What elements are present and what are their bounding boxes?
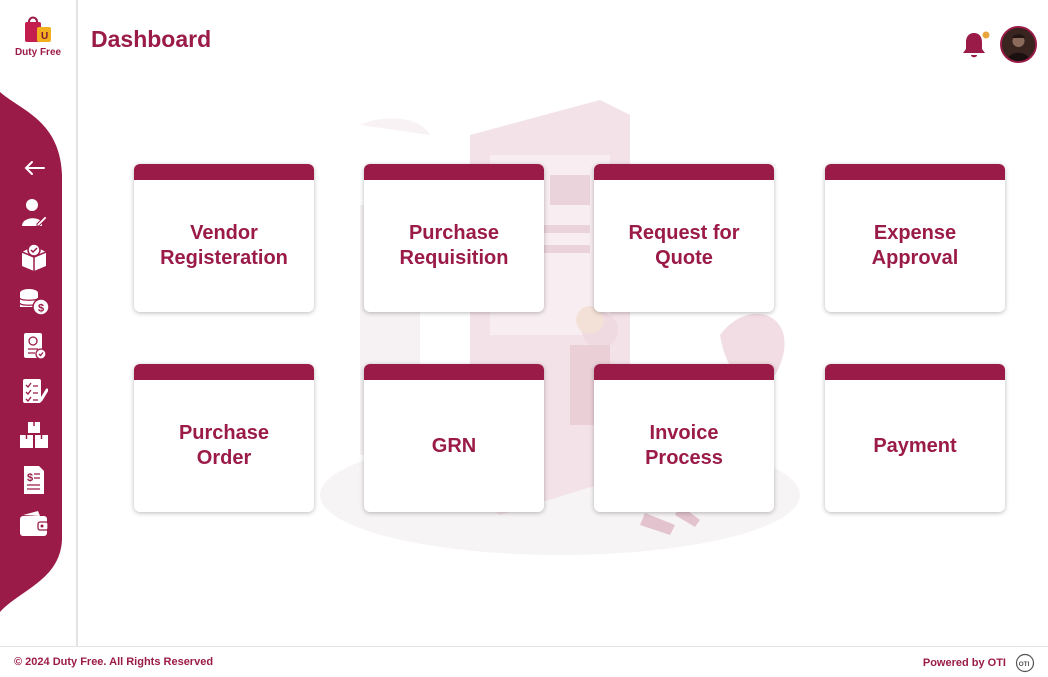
sidebar-item-vendor[interactable] [14,193,54,233]
card-header-bar [134,364,314,380]
boxes-icon [20,422,48,448]
sidebar-item-payment[interactable] [14,504,54,544]
powered-by-text: Powered by OTI [922,657,1006,669]
brand-logo[interactable]: U Duty Free [0,14,76,58]
card-purchase-requisition[interactable]: Purchase Requisition [364,164,544,312]
card-label: Payment [873,434,957,457]
sidebar: U Duty Free [0,0,78,646]
card-header-bar [825,364,1005,380]
invoice-dollar-icon: $ [24,465,44,494]
bell-icon [963,31,990,58]
card-grn[interactable]: GRN [364,364,544,512]
footer: © 2024 Duty Free. All Rights Reserved Po… [0,646,1048,677]
arrow-left-icon [24,161,45,175]
card-label: Expense Approval [871,222,959,269]
card-header-bar [364,364,544,380]
card-label: Request for Quote [628,222,740,269]
card-header-bar [134,164,314,180]
checklist-icon [23,378,48,403]
sidebar-item-back[interactable] [14,148,54,188]
card-label: Vendor Registeration [160,222,288,269]
oti-logo-icon[interactable]: OTI [1015,653,1035,673]
oti-logo-text: OTI [1019,661,1030,668]
sidebar-nav: $ [12,148,56,549]
user-edit-icon [22,198,47,226]
card-expense-approval[interactable]: Expense Approval [825,164,1005,312]
sidebar-item-grn[interactable] [14,415,54,455]
brand-name: Duty Free [14,47,62,58]
sidebar-item-invoice[interactable]: $ [14,460,54,500]
card-label: Purchase Requisition [399,222,509,269]
card-label: Invoice Process [645,422,723,469]
card-header-bar [594,364,774,380]
box-check-icon [21,243,47,271]
notification-button[interactable] [960,30,992,60]
sidebar-item-purchase-requisition[interactable] [14,237,54,277]
copyright-text: © 2024 Duty Free. All Rights Reserved [14,656,214,668]
card-request-for-quote[interactable]: Request for Quote [594,164,774,312]
card-header-bar [364,164,544,180]
sidebar-item-order[interactable] [14,371,54,411]
wallet-icon [20,511,49,536]
svg-text:$: $ [38,302,44,314]
card-purchase-order[interactable]: Purchase Order [134,364,314,512]
card-vendor-registration[interactable]: Vendor Registeration [134,164,314,312]
card-payment[interactable]: Payment [825,364,1005,512]
sidebar-item-expense[interactable] [14,326,54,366]
card-invoice-process[interactable]: Invoice Process [594,364,774,512]
page-title: Dashboard [91,26,212,52]
svg-text:$: $ [27,472,33,484]
card-header-bar [594,164,774,180]
avatar-photo [1002,28,1035,61]
card-label: GRN [431,434,477,457]
user-avatar[interactable] [1000,26,1037,63]
sidebar-item-quote[interactable]: $ [14,282,54,322]
coins-dollar-icon: $ [19,288,50,316]
card-label: Purchase Order [178,422,270,469]
logo-letter: U [41,31,48,42]
receipt-check-icon [24,333,47,360]
shopping-bag-logo-icon: U [25,16,51,42]
card-header-bar [825,164,1005,180]
